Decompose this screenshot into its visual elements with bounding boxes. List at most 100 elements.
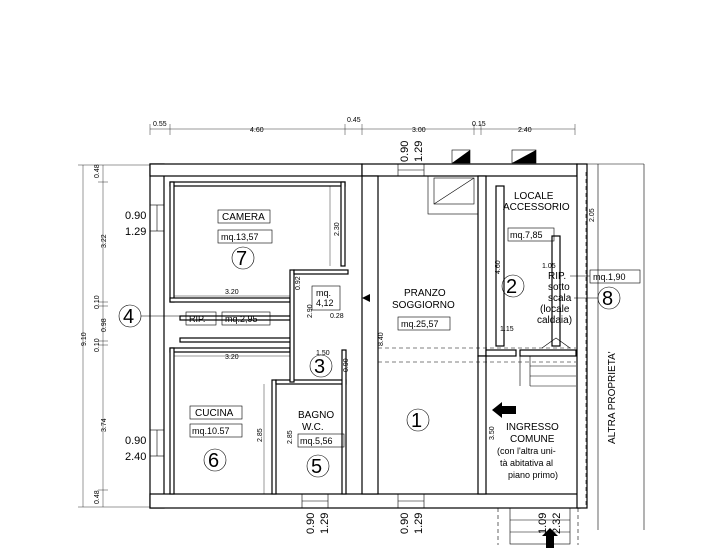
room-ingresso-comune: INGRESSO COMUNE (con l'altra uni- tà abi… [489, 422, 559, 480]
ingresso-line-3: (con l'altra uni- [497, 446, 556, 456]
interior-walls [169, 175, 577, 495]
camera-label: CAMERA [222, 212, 265, 223]
entrance-window-w: 1.09 [537, 513, 549, 534]
entrance-steps [509, 507, 571, 545]
left-dim-6: 3.74 [101, 418, 108, 432]
bagno-area: mq.5,56 [300, 436, 333, 446]
sottoscala-line-1: RIP. [548, 271, 566, 282]
room-disimpegno: mq. 4,12 3 0.92 2.90 0.28 1.50 0.90 [295, 276, 350, 378]
arrow-left-icon [492, 402, 516, 418]
d460-dim: 4.60 [495, 260, 502, 274]
bagno-label-1: BAGNO [298, 410, 334, 421]
sottoscala-line-4: (locale [540, 304, 570, 315]
accessorio-label-1: LOCALE [514, 191, 554, 202]
entrance-arrows [362, 294, 558, 548]
camera-number: 7 [236, 248, 247, 270]
skylights [451, 149, 537, 164]
pranzo-number: 1 [411, 410, 422, 432]
left-dimension-chain: 0.48 3.22 0.10 0.98 0.10 3.74 0.48 9.10 [78, 164, 150, 508]
camera-width-dim: 3.20 [225, 289, 239, 296]
ingresso-line-2: COMUNE [510, 434, 555, 445]
accessorio-area: mq.7,85 [510, 230, 543, 240]
top-dim-5: 0.15 [472, 121, 486, 128]
overall-dim: 9.10 [81, 332, 88, 346]
disimpegno-area-2: 4,12 [316, 298, 334, 308]
accessorio-number: 2 [506, 276, 517, 298]
ingresso-line-1: INGRESSO [506, 422, 559, 433]
top-window-w: 0.90 [399, 141, 411, 162]
shaft [427, 175, 479, 215]
windows [149, 163, 425, 509]
pranzo-window-h: 1.29 [413, 513, 425, 534]
accessorio-label-2: ACCESSORIO [503, 202, 570, 213]
rip-number: 4 [123, 306, 134, 328]
sottoscala-line-5: caldaia) [537, 315, 572, 326]
top-dim-4: 3.00 [412, 127, 426, 134]
altra-proprieta-label: ALTRA PROPRIETA' [607, 351, 618, 444]
cucina-width-dim: 3.20 [225, 354, 239, 361]
entrance-window-h: 2.32 [551, 513, 563, 534]
outer-walls [149, 163, 588, 509]
top-dimension-chain: 0.55 4.60 0.45 3.00 0.15 2.40 [149, 117, 576, 135]
cucina-number: 6 [208, 450, 219, 472]
room-camera: CAMERA mq.13,57 7 2.30 3.20 [174, 186, 341, 297]
d092-dim: 0.92 [295, 276, 302, 290]
sottoscala-area: mq.1,90 [593, 272, 626, 282]
d090-dim: 0.90 [343, 358, 350, 372]
room-rip-sotto-scala: RIP. sotto scala (locale caldaia) mq.1,9… [537, 269, 641, 326]
d105-dim: 1.05 [542, 263, 556, 270]
top-dim-1: 0.55 [153, 121, 167, 128]
camera-area: mq.13,57 [221, 232, 259, 242]
disimpegno-number: 3 [314, 356, 325, 378]
rip-label: RIP. [189, 314, 205, 324]
d028-dim: 0.28 [330, 313, 344, 320]
sottoscala-line-2: sotto [548, 282, 570, 293]
room-locale-accessorio: LOCALE ACCESSORIO mq.7,85 2 4.60 1.15 2.… [495, 191, 596, 333]
cucina-height-dim: 2.85 [257, 428, 264, 442]
cucina-window-w: 0.90 [125, 435, 146, 447]
d350-dim: 3.50 [489, 426, 496, 440]
d150-dim: 1.50 [316, 350, 330, 357]
top-dim-2: 4.60 [250, 127, 264, 134]
camera-window-w: 0.90 [125, 210, 146, 222]
d840-dim: 8.40 [378, 332, 385, 346]
left-dim-1: 0.48 [94, 164, 101, 178]
pranzo-label-1: PRANZO [404, 288, 446, 299]
d205-dim: 2.05 [589, 208, 596, 222]
room-pranzo-soggiorno: PRANZO SOGGIORNO mq.25,57 1 8.40 [378, 288, 455, 432]
d290-dim: 2.90 [307, 304, 314, 318]
room-ripostiglio: 4 RIP. mq.2,95 [118, 304, 271, 328]
room-bagno: BAGNO W.C. mq.5,56 5 2.85 [287, 410, 345, 478]
pranzo-window-w: 0.90 [399, 513, 411, 534]
room-cucina: 3.20 CUCINA mq.10.57 6 2.85 [174, 354, 290, 494]
bagno-window-h: 1.29 [319, 513, 331, 534]
left-dim-7: 0.48 [94, 490, 101, 504]
bagno-number: 5 [311, 456, 322, 478]
rip-area: mq.2,95 [225, 314, 258, 324]
left-dim-4: 0.98 [101, 318, 108, 332]
top-window-h: 1.29 [413, 141, 425, 162]
side-property-lines [587, 163, 645, 530]
dashed-lines [378, 172, 587, 545]
sottoscala-line-3: scala [548, 293, 572, 304]
bagno-label-2: W.C. [302, 422, 324, 433]
left-dim-2: 3.22 [101, 234, 108, 248]
cucina-area: mq.10.57 [192, 426, 230, 436]
top-dim-3: 0.45 [347, 117, 361, 124]
camera-window-h: 1.29 [125, 226, 146, 238]
disimpegno-area-1: mq. [316, 288, 331, 298]
left-dim-5: 0.10 [94, 338, 101, 352]
stair-lines [519, 337, 576, 387]
ingresso-line-4: tà abitativa al [500, 458, 553, 468]
cucina-label: CUCINA [195, 408, 234, 419]
camera-height-dim: 2.30 [334, 222, 341, 236]
top-dim-6: 2.40 [518, 127, 532, 134]
pranzo-label-2: SOGGIORNO [392, 300, 455, 311]
pranzo-area: mq.25,57 [401, 319, 439, 329]
ingresso-line-5: piano primo) [508, 470, 558, 480]
cucina-window-h: 2.40 [125, 451, 146, 463]
d115-dim: 1.15 [500, 326, 514, 333]
left-dim-3: 0.10 [94, 295, 101, 309]
bagno-height-dim: 2.85 [287, 430, 294, 444]
